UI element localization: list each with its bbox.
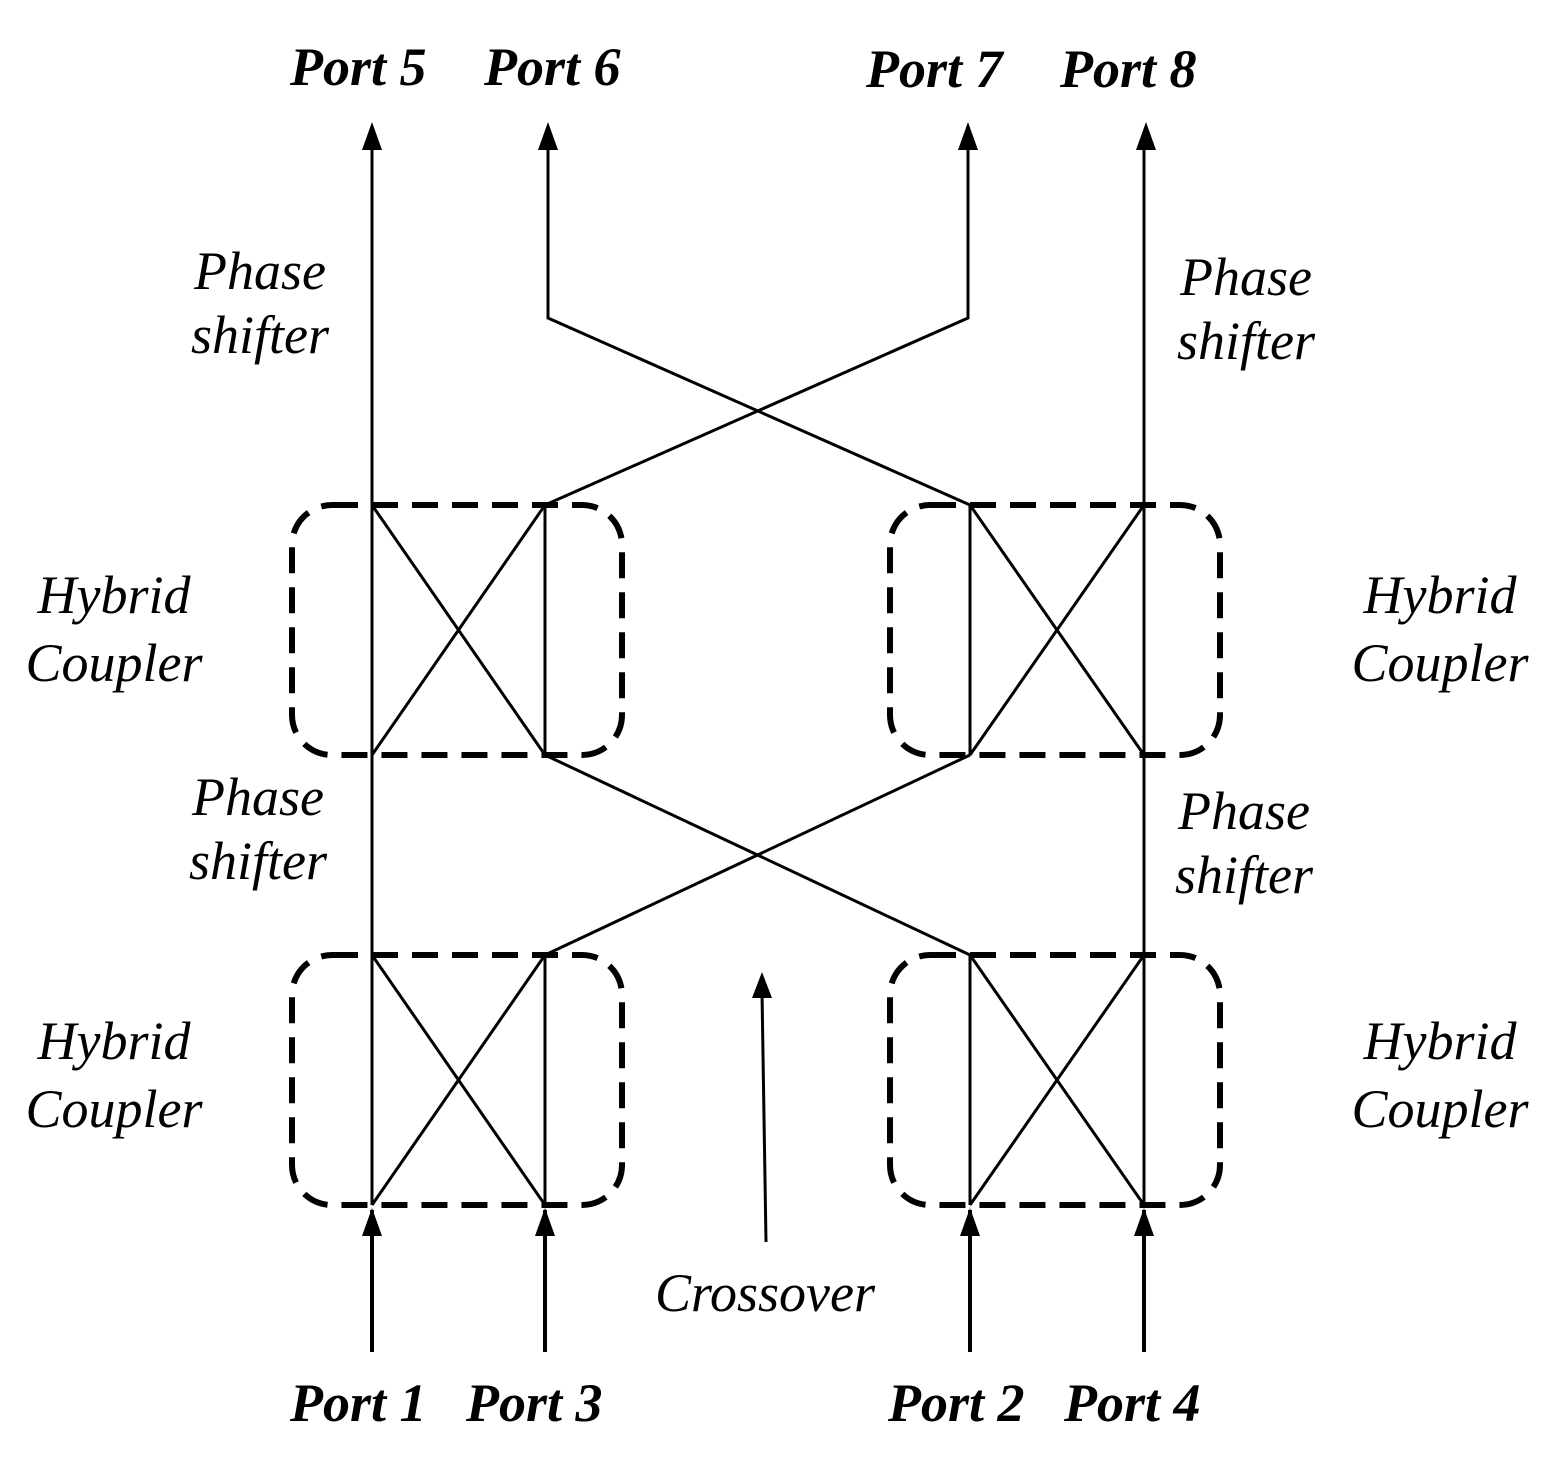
arrowhead-port-8 [1136,122,1156,150]
arrowhead-port-2 [960,1208,980,1236]
output-arrowheads [362,122,1156,150]
coupler-internals [370,504,1146,1206]
arrowhead-port-7 [958,122,978,150]
crossover-pointer [752,972,772,1243]
hybrid-coupler-label-bottom-left: Hybrid Coupler [25,1011,203,1139]
output-line-port-6 [546,140,971,507]
phase-shifter-label-top-right: Phase shifter [1176,247,1315,371]
arrowhead-port-1 [362,1208,382,1236]
arrowhead-port-6 [538,122,558,150]
port-1-label: Port 1 [290,1373,427,1433]
port-6-label: Port 6 [484,37,621,97]
arrowhead-port-5 [362,122,382,150]
hybrid-coupler-box-bottom-right [887,952,1223,1208]
hybrid-coupler-label-top-left: Hybrid Coupler [25,565,203,693]
hybrid-coupler-label-bottom-right: Hybrid Coupler [1351,1011,1529,1139]
port-4-label: Port 4 [1064,1373,1201,1433]
port-5-label: Port 5 [290,37,427,97]
hybrid-coupler-box-bottom-left [289,952,625,1208]
crossover-line-b [544,753,971,957]
input-arrowheads [362,1208,1154,1236]
crossover-label: Crossover [654,1263,875,1323]
hybrid-coupler-box-top-left [289,502,625,758]
output-connections [370,140,1146,507]
port-7-label: Port 7 [866,39,1003,99]
hybrid-coupler-box-top-right [887,502,1223,758]
port-8-label: Port 8 [1060,39,1197,99]
output-line-port-7 [544,140,970,507]
port-3-label: Port 3 [466,1373,603,1433]
middle-connections [370,753,1146,957]
hybrid-coupler-boxes [289,502,1223,1208]
phase-shifter-label-top-left: Phase shifter [190,241,329,365]
arrowhead-port-4 [1134,1208,1154,1236]
hybrid-coupler-label-top-right: Hybrid Coupler [1351,565,1529,693]
phase-shifter-label-bottom-left: Phase shifter [188,767,327,891]
phase-shifter-label-bottom-right: Phase shifter [1174,781,1313,905]
port-2-label: Port 2 [888,1373,1025,1433]
arrowhead-port-3 [535,1208,555,1236]
